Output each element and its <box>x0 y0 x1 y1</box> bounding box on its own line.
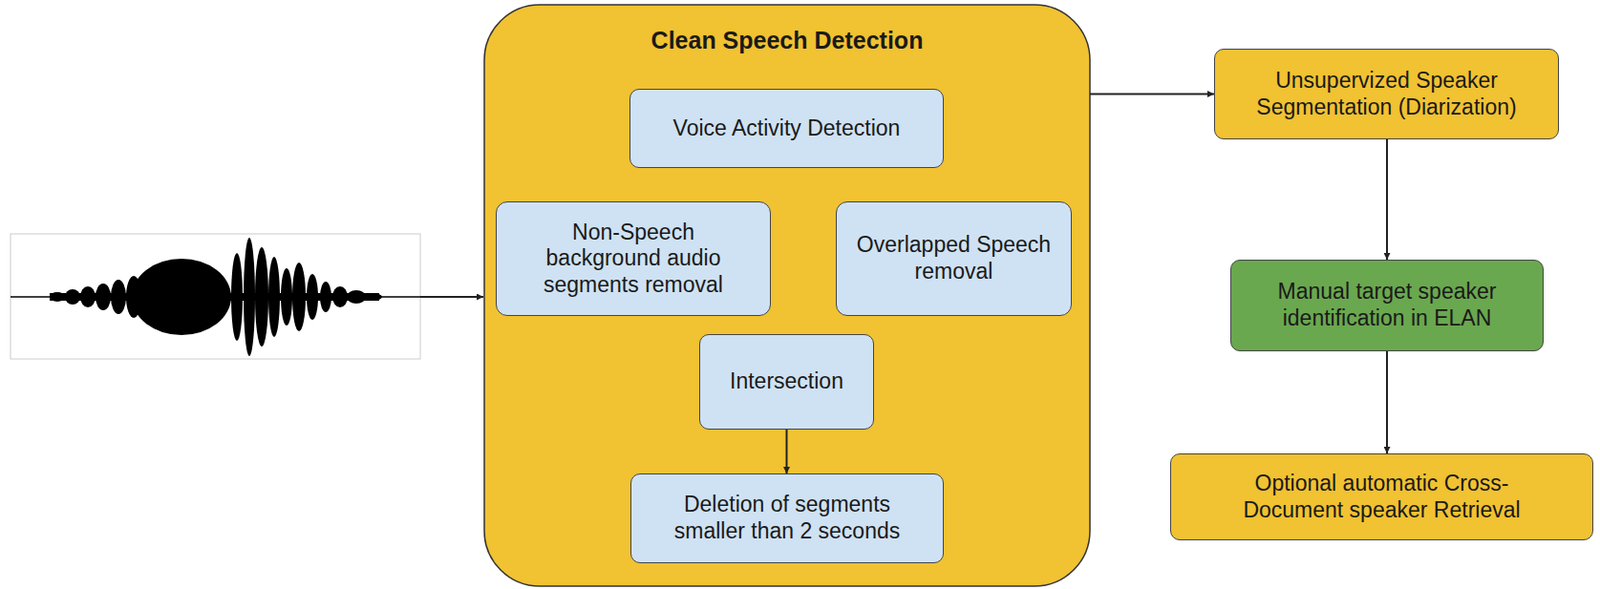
process-box: Deletion of segments smaller than 2 seco… <box>630 473 944 564</box>
waveform-lobe <box>64 289 81 305</box>
box-label: Unsupervized Speaker Segmentation (Diari… <box>1224 67 1549 121</box>
waveform-lobe <box>320 281 332 313</box>
waveform-lobe <box>95 283 111 311</box>
waveform-lobe <box>268 256 280 338</box>
process-box: Voice Activity Detection <box>629 88 944 169</box>
waveform-frame <box>10 234 421 360</box>
waveform-lobe <box>292 262 306 332</box>
flow-arrow <box>1089 93 1215 96</box>
group-box-outline <box>484 4 1090 587</box>
manual-step-box: Manual target speaker identification in … <box>1230 259 1544 352</box>
waveform-lobe <box>362 293 383 301</box>
process-box: Overlapped Speech removal <box>835 201 1072 317</box>
group-box: Clean Speech DetectionVoice Activity Det… <box>484 4 1090 587</box>
process-box: Unsupervized Speaker Segmentation (Diari… <box>1214 48 1559 140</box>
input-arrow <box>420 296 484 299</box>
waveform-lobe <box>243 237 256 357</box>
flow-arrow <box>1386 351 1388 454</box>
waveform-illustration <box>10 234 421 360</box>
group-title: Clean Speech Detection <box>651 25 924 55</box>
waveform-lobe <box>80 286 96 308</box>
waveform-lobe <box>280 268 293 326</box>
waveform-lobe <box>110 279 127 315</box>
box-label: Overlapped Speech removal <box>851 232 1057 285</box>
waveform-lobe <box>49 292 65 302</box>
waveform-lobe <box>131 258 232 336</box>
box-label: Manual target speaker identification in … <box>1248 278 1526 332</box>
box-label: Non-Speech background audio segments rem… <box>527 219 740 299</box>
waveform-lobe <box>231 253 243 342</box>
box-label: Intersection <box>729 368 844 396</box>
process-box: Optional automatic Cross-Document speake… <box>1170 453 1594 541</box>
box-label: Voice Activity Detection <box>673 115 901 143</box>
waveform-lobe <box>332 286 348 308</box>
box-label: Optional automatic Cross-Document speake… <box>1215 470 1550 524</box>
flow-arrow <box>786 429 789 474</box>
box-label: Deletion of segments smaller than 2 seco… <box>653 491 921 545</box>
group-background <box>484 4 1090 587</box>
waveform-lobe <box>255 247 269 347</box>
flow-arrow <box>1386 139 1388 260</box>
process-box: Intersection <box>699 334 875 430</box>
process-box: Non-Speech background audio segments rem… <box>495 201 771 317</box>
waveform-lobe <box>306 274 319 320</box>
